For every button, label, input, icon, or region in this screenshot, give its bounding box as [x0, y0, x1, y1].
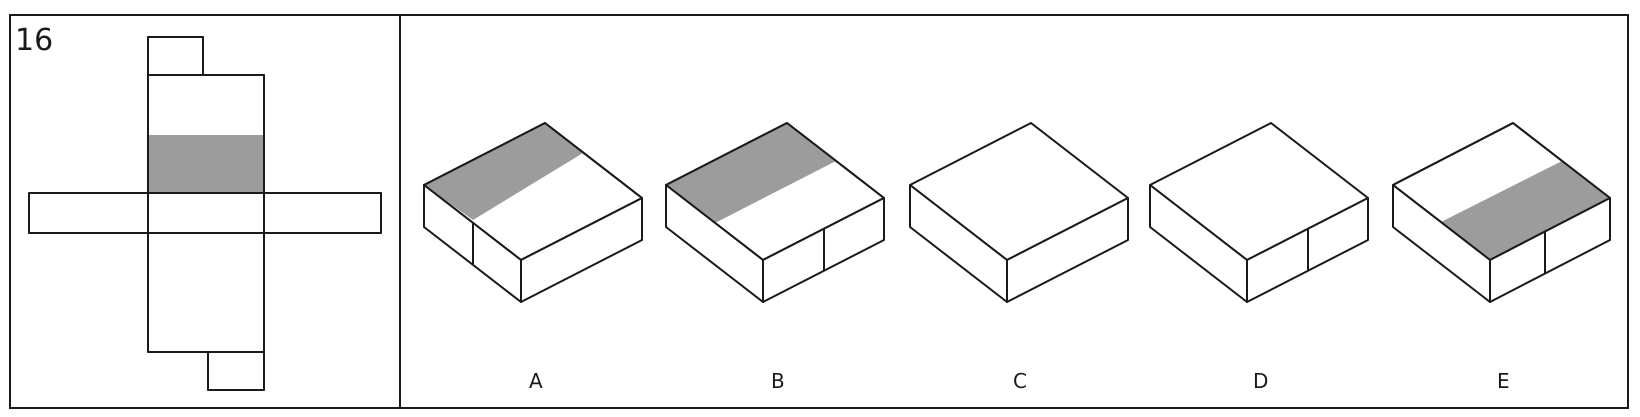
option-a-right-face [520, 197, 643, 303]
box-net [28, 36, 382, 391]
option-c-right-face [1006, 197, 1129, 303]
option-a-shaded-region [424, 123, 583, 220]
net-top-tab [147, 36, 204, 76]
option-e-right-face [1489, 197, 1611, 303]
option-c-box[interactable] [909, 122, 1129, 303]
option-b-box[interactable] [665, 122, 885, 303]
option-a-box[interactable] [423, 122, 643, 303]
option-e-shaded-region [1441, 161, 1610, 260]
option-a-label: A [529, 369, 543, 393]
question-number: 16 [15, 23, 53, 58]
outer-frame [9, 14, 1629, 409]
option-d-label: D [1253, 369, 1268, 393]
option-b-label: B [771, 369, 785, 393]
option-c-label: C [1013, 369, 1027, 393]
net-lower-panel [147, 232, 265, 353]
net-left-arm [28, 192, 149, 234]
net-bottom-tab [207, 351, 265, 391]
option-e-label: E [1497, 369, 1510, 393]
net-right-arm [263, 192, 382, 234]
option-d-box[interactable] [1149, 122, 1369, 303]
option-b-shaded-region [666, 123, 836, 223]
option-e-box[interactable] [1392, 122, 1611, 303]
net-shaded-band [149, 135, 263, 192]
net-center-panel [147, 192, 265, 234]
